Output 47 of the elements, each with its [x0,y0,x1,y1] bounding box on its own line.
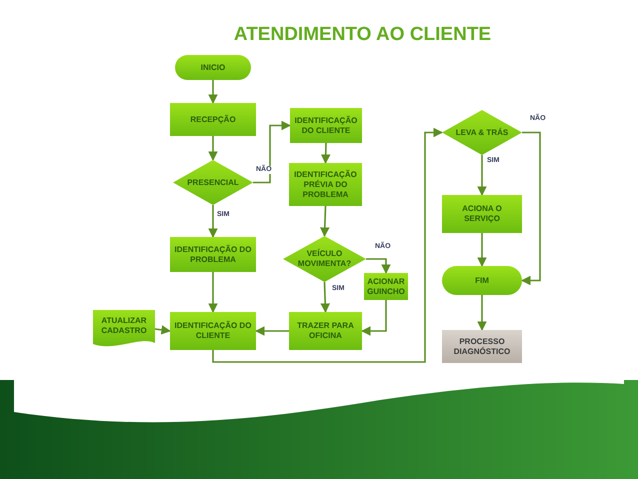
decision-diamond [173,160,253,205]
node-label: VEÍCULO MOVIMENTA? [296,249,352,269]
node-label: ATUALIZAR CADASTRO [100,316,148,336]
title: ATENDIMENTO AO CLIENTE [232,24,492,46]
arrow [253,120,291,184]
arrow [208,205,218,238]
arrow [521,132,541,286]
node-label: IDENTIFICAÇÃO DO CLIENTE [294,116,358,136]
arrow [320,142,331,164]
node-label: FIM [474,276,490,286]
process-box [289,163,362,206]
arrow [477,295,487,331]
process-box [170,237,256,272]
arrow [255,326,289,336]
node-label: ACIONA O SERVIÇO [461,204,503,224]
arrow [477,155,487,196]
node-label: ACIONAR GUINCHO [366,276,406,296]
terminal-shape [175,55,251,80]
process-box [442,330,522,363]
node-label: IDENTIFICAÇÃO PRÉVIA DO PROBLEMA [293,170,358,200]
terminal-shape [442,266,522,295]
node-label: RECEPÇÃO [189,114,237,124]
document-shape [93,310,155,348]
node-label: TRAZER PARA OFICINA [296,321,355,341]
node-label: PROCESSO DIAGNÓSTICO [452,336,512,356]
node-label: PRESENCIAL [186,178,240,188]
node-label: INICIO [200,62,226,72]
arrow [212,128,443,363]
arrow [366,258,391,274]
arrow [320,282,330,313]
arrow [320,206,330,237]
arrow [208,136,218,161]
arrow [154,325,171,335]
arrow [208,272,218,313]
process-box [289,312,362,350]
node-label: IDENTIFICAÇÃO DO PROBLEMA [174,244,252,264]
process-box [170,312,256,350]
process-box [290,108,362,143]
node-label: IDENTIFICAÇÃO DO CLIENTE [174,321,252,341]
decision-diamond [283,236,366,282]
decision-diamond [442,110,522,155]
process-box [442,195,522,233]
arrow [208,80,218,104]
arrow [361,300,387,336]
node-label: LEVA & TRÁS [454,128,510,138]
arrow [477,233,487,267]
process-box [170,103,256,136]
